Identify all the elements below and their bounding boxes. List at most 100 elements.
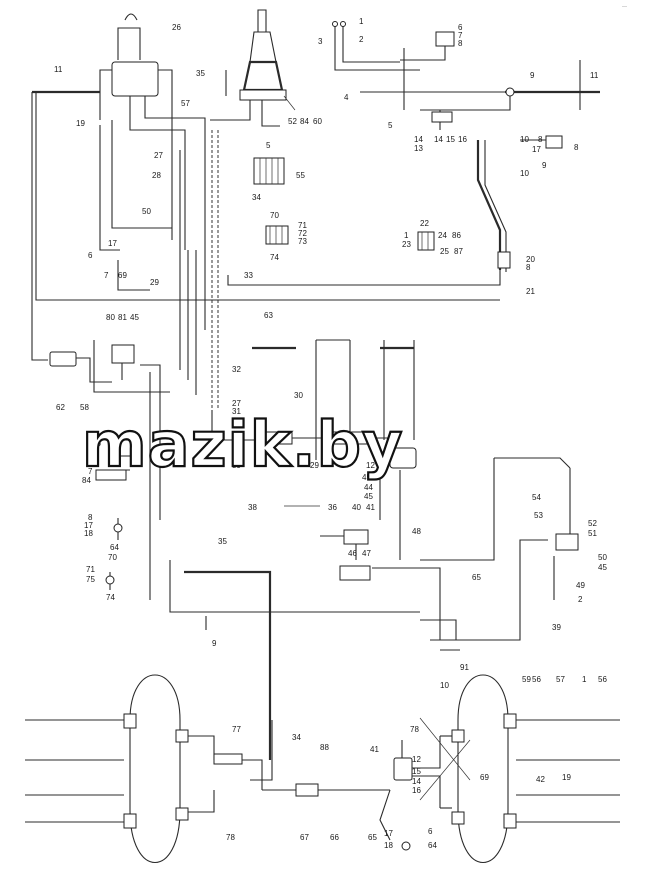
- front-axle-loop: [25, 674, 263, 864]
- callout-78b: 78: [226, 833, 235, 842]
- callout-7: 7: [458, 31, 463, 40]
- callout-8b: 8: [538, 135, 543, 144]
- callout-86: 86: [452, 231, 461, 240]
- callout-57: 57: [181, 99, 190, 108]
- callout-7b: 7: [104, 271, 109, 280]
- callout-9: 9: [530, 71, 535, 80]
- callout-15b: 15: [412, 767, 421, 776]
- callout-75: 75: [86, 575, 95, 584]
- callout-8e: 8: [88, 513, 93, 522]
- callout-45c: 45: [598, 563, 607, 572]
- callout-10b: 10: [520, 169, 529, 178]
- callout-1b: 1: [404, 231, 409, 240]
- upper-left-assembly: [31, 13, 500, 361]
- block-70-74: [265, 225, 289, 245]
- callout-1c: 1: [582, 675, 587, 684]
- callout-17d: 17: [384, 829, 393, 838]
- callout-2: 2: [359, 35, 364, 44]
- callout-70: 70: [270, 211, 279, 220]
- callout-91: 91: [460, 663, 469, 672]
- callout-41b: 41: [370, 745, 379, 754]
- callout-3: 3: [318, 37, 323, 46]
- callout-35b: 35: [218, 537, 227, 546]
- callout-64: 64: [110, 543, 119, 552]
- callout-39b: 39: [552, 623, 561, 632]
- callout-18b: 18: [384, 841, 393, 850]
- callout-69: 69: [118, 271, 127, 280]
- callout-43: 45: [362, 473, 371, 482]
- callout-27: 27: [154, 151, 163, 160]
- callout-71b: 71: [86, 565, 95, 574]
- upper-right-assembly: [332, 21, 600, 272]
- callout-17: 17: [532, 145, 541, 154]
- watermark-text: mazik.by: [82, 408, 403, 481]
- callout-24: 24: [438, 231, 447, 240]
- callout-51: 51: [588, 529, 597, 538]
- corner-mark: —: [622, 4, 627, 10]
- callout-57b: 57: [556, 675, 565, 684]
- callout-2b: 2: [578, 595, 583, 604]
- callout-69b: 69: [480, 773, 489, 782]
- callout-25: 25: [440, 247, 449, 256]
- callout-18: 18: [84, 529, 93, 538]
- callout-32: 32: [232, 365, 241, 374]
- callout-71: 71: [298, 221, 307, 230]
- callout-6b: 6: [88, 251, 93, 260]
- callout-55: 55: [296, 171, 305, 180]
- callout-17c: 17: [84, 521, 93, 530]
- callout-26b: 26: [92, 439, 101, 448]
- middle-left-assembly: [49, 340, 170, 600]
- callout-27b: 27: [232, 399, 241, 408]
- callout-60: 60: [313, 117, 322, 126]
- callout-40: 40: [352, 503, 361, 512]
- rear-axle-loop: [440, 674, 620, 864]
- callout-84b: 84: [82, 476, 91, 485]
- callout-62: 62: [56, 403, 65, 412]
- callout-66: 66: [330, 833, 339, 842]
- callout-29b: 29: [310, 461, 319, 470]
- main-trunk-lines: [117, 130, 501, 410]
- joystick-unit: [210, 9, 296, 127]
- callout-56: 56: [532, 675, 541, 684]
- callout-14b: 14: [434, 135, 443, 144]
- callout-19b: 19: [562, 773, 571, 782]
- callout-74: 74: [270, 253, 279, 262]
- callout-35: 35: [196, 69, 205, 78]
- callout-30: 30: [294, 391, 303, 400]
- callout-14: 14: [414, 135, 423, 144]
- callout-44: 44: [364, 483, 373, 492]
- center-valve-cluster: [211, 410, 441, 640]
- transfer-lines: [169, 560, 420, 781]
- right-middle-assembly: [420, 457, 579, 651]
- callout-9c: 9: [212, 639, 217, 648]
- callout-12b: 12: [412, 755, 421, 764]
- callout-41: 41: [366, 503, 375, 512]
- callout-88: 88: [320, 743, 329, 752]
- callout-numbers: 1 2 3 6 7 8 26 11 35 9 11 4 57 19 52 84 …: [54, 17, 607, 850]
- callout-8d: 8: [526, 263, 531, 272]
- callout-58: 58: [80, 403, 89, 412]
- callout-85: 65: [368, 833, 377, 842]
- callout-29: 29: [150, 278, 159, 287]
- callout-13: 13: [414, 144, 423, 153]
- callout-17b: 17: [108, 239, 117, 248]
- callout-7c: 7: [88, 467, 93, 476]
- callout-72: 72: [298, 229, 307, 238]
- callout-33: 33: [244, 271, 253, 280]
- callout-39: 39: [232, 461, 241, 470]
- callout-80: 80: [106, 313, 115, 322]
- callout-78: 78: [410, 725, 419, 734]
- hydraulic-cylinders: [252, 339, 415, 460]
- callout-50: 50: [142, 207, 151, 216]
- callout-12: 12: [366, 461, 375, 470]
- callout-34b: 34: [292, 733, 301, 742]
- callout-74b: 74: [106, 593, 115, 602]
- callout-64b: 64: [428, 841, 437, 850]
- callout-67: 67: [300, 833, 309, 842]
- callout-36: 36: [328, 503, 337, 512]
- callout-10: 10: [520, 135, 529, 144]
- block-22-27: [417, 231, 435, 251]
- callout-8: 8: [458, 39, 463, 48]
- callout-73: 73: [298, 237, 307, 246]
- callout-4: 4: [344, 93, 349, 102]
